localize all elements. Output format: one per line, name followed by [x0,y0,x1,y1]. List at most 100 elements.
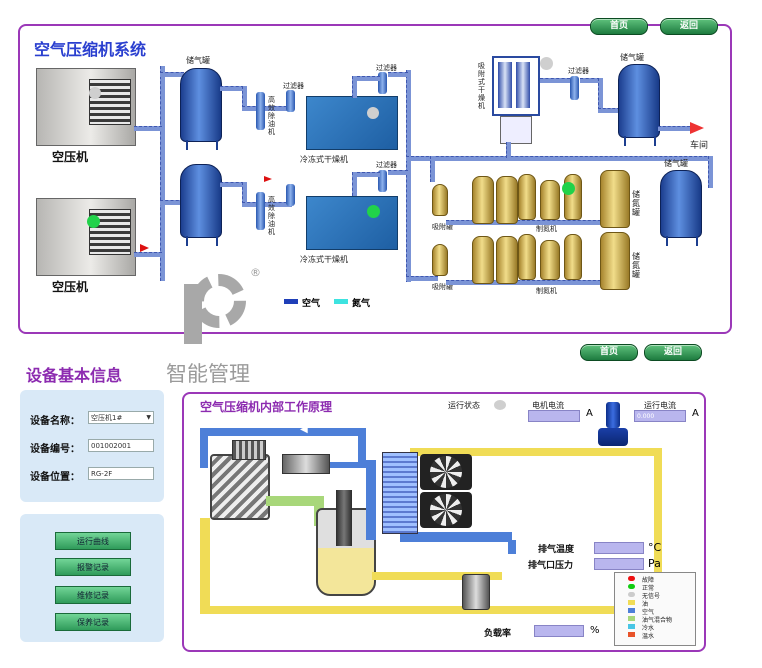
legend-mixture-label: 油气混合物 [642,617,673,624]
filter-4[interactable] [378,170,387,192]
adsorb-tank-1[interactable] [432,184,448,216]
brand-logo-icon: ® [180,266,261,348]
pipe [446,220,606,225]
legend-oil-swatch [628,600,635,605]
device-id-field[interactable]: 001002001 [88,439,154,452]
pipe [160,200,184,205]
fan-current-field[interactable]: 0.000 [634,410,686,422]
filter-1[interactable] [286,90,295,112]
nitrogen-generator-2[interactable] [518,234,582,280]
compressor-2[interactable] [36,198,136,276]
filter-5[interactable] [570,76,579,100]
device-name-select[interactable]: 空压机1# ▼ [88,411,154,424]
run-curve-button[interactable]: 运行曲线 [55,532,131,550]
maintenance-record-button[interactable]: 保养记录 [55,613,131,631]
motor-current-label: 电机电流 [532,401,564,410]
refrigerated-dryer-2[interactable] [306,196,398,250]
status-light-running [367,205,380,218]
home-button-2[interactable]: 首页 [580,344,638,361]
pipe [352,76,357,98]
air-tank-3[interactable] [618,64,660,138]
filter-3[interactable] [378,72,387,94]
oil-filter [462,574,490,610]
logo-bar [184,284,202,344]
exhaust-pressure-field[interactable] [594,558,644,570]
nitrogen-generator-1[interactable] [518,174,582,220]
pipe [352,172,380,177]
filter-label: 过滤器 [568,67,589,75]
pipe [598,108,620,113]
generator-column [518,234,536,280]
air-tank-4[interactable] [660,170,702,238]
device-name-value: 空压机1# [91,414,123,422]
compressor-grill [89,79,131,125]
nitrogen-tank-small-3[interactable] [472,236,494,284]
degreaser-label: 高效除油机 [268,96,275,136]
workshop-label: 车间 [690,141,709,151]
motor-current-unit: A [586,408,593,419]
pipe [242,182,247,204]
adsorb-tank-2[interactable] [432,244,448,276]
pipe [352,76,380,81]
pipe [134,126,162,131]
nitrogen-storage-2[interactable] [600,232,630,290]
home-button[interactable]: 首页 [590,18,648,35]
exhaust-pressure-unit: Pa [648,557,661,570]
degreaser-label: 高效除油机 [268,196,275,236]
nitrogen-tank-small-1[interactable] [472,176,494,224]
back-button[interactable]: 返回 [660,18,718,35]
back-button-2[interactable]: 返回 [644,344,702,361]
compressor-1[interactable] [36,68,136,146]
main-pipe [160,66,165,281]
tank-leg [186,140,218,150]
degreaser-1[interactable] [256,92,265,130]
exhaust-temp-field[interactable] [594,542,644,554]
legend-coldwater-label: 冷水 [642,625,655,632]
run-status-label: 运行状态 [448,401,480,410]
air-tank-1[interactable] [180,68,222,142]
pump-base [598,428,628,446]
repair-record-button[interactable]: 维修记录 [55,586,131,604]
alarm-record-button[interactable]: 报警记录 [55,558,131,576]
pipe [220,86,244,91]
legend-mixture-swatch [628,616,635,621]
degreaser-2[interactable] [256,192,265,230]
nitrogen-generator-label: 制氮机 [536,287,557,295]
pipe [430,156,435,182]
pipe [388,72,408,77]
generator-column [518,174,536,220]
air-pipe [358,428,366,468]
flow-arrow-icon [140,244,149,252]
exhaust-temp-unit: °C [648,541,662,554]
dryer-tower [498,62,512,108]
filter-2[interactable] [286,184,295,206]
air-tank-2[interactable] [180,164,222,238]
oil-pipe [372,572,502,580]
filter-label: 过滤器 [376,161,397,169]
nitrogen-tank-small-2[interactable] [496,176,518,224]
adsorb-tank-label: 吸附罐 [432,283,453,291]
air-end-icon [210,454,270,520]
nitrogen-storage-1[interactable] [600,170,630,228]
status-light-off [89,87,101,99]
nitrogen-storage-label: 储氮罐 [632,252,640,279]
load-rate-field[interactable] [534,625,584,637]
device-location-field[interactable]: RG-2F [88,467,154,480]
chevron-down-icon: ▼ [146,414,151,421]
oil-pipe [200,518,210,614]
adsorption-dryer[interactable] [492,56,540,116]
air-pipe [320,462,366,468]
generator-column [540,180,560,220]
tank-4-label: 储气罐 [664,159,688,168]
pipe [160,72,184,77]
tank-leg [624,136,656,146]
mixture-pipe [266,496,322,506]
oil-pipe [200,606,662,614]
adsorption-dryer-label: 吸附式干燥机 [478,62,485,110]
motor-current-field[interactable] [528,410,580,422]
status-light-off [367,107,379,119]
pipe [580,78,600,83]
refrigerated-dryer-1[interactable] [306,96,398,150]
air-pipe [366,460,376,540]
nitrogen-tank-small-4[interactable] [496,236,518,284]
